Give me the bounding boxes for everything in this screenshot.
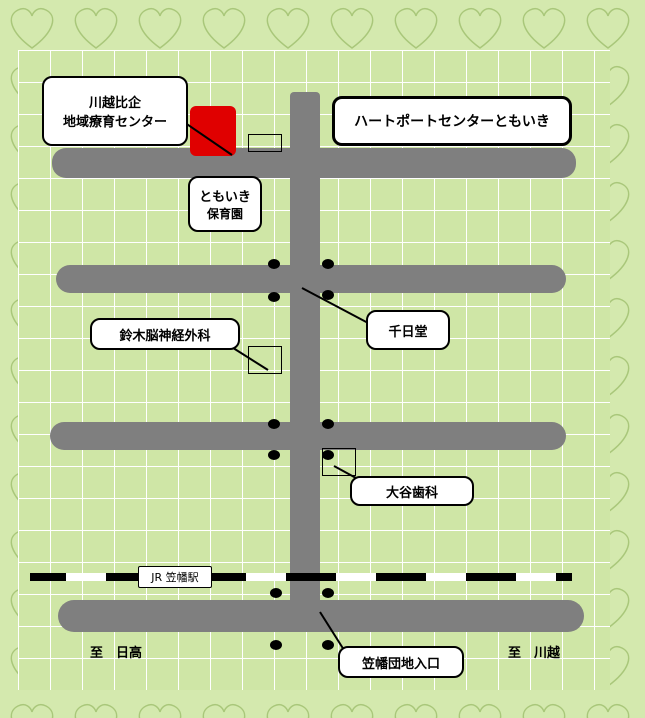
railway-white-segment bbox=[336, 573, 376, 581]
tomoiki-line2: 保育園 bbox=[206, 207, 243, 221]
center-label: 川越比企 地域療育センター bbox=[42, 76, 188, 146]
otani-text: 大谷歯科 bbox=[385, 485, 438, 501]
suzuki-text: 鈴木脳神経外科 bbox=[119, 328, 211, 344]
intersection-dot bbox=[322, 640, 334, 650]
tomoiki-line1: ともいき bbox=[199, 190, 251, 205]
railway-white-segment bbox=[66, 573, 106, 581]
to-kawagoe-text: 至 川越 bbox=[508, 646, 561, 661]
road-horizontal-3 bbox=[50, 422, 566, 450]
intersection-dot bbox=[322, 450, 334, 460]
center-label-line2: 地域療育センター bbox=[62, 115, 167, 130]
intersection-dot bbox=[322, 419, 334, 429]
center-label-line1: 川越比企 bbox=[88, 96, 141, 111]
building-outline bbox=[248, 134, 282, 152]
sennichido-label: 千日堂 bbox=[366, 310, 450, 350]
to-hidaka-text: 至 日高 bbox=[90, 646, 143, 661]
road-horizontal-4 bbox=[58, 600, 584, 632]
sennichido-text: 千日堂 bbox=[388, 324, 428, 340]
intersection-dot bbox=[322, 290, 334, 300]
suzuki-label: 鈴木脳神経外科 bbox=[90, 318, 240, 350]
kasahata-entrance-text: 笠幡団地入口 bbox=[361, 656, 440, 672]
intersection-dot bbox=[268, 292, 280, 302]
intersection-dot bbox=[322, 588, 334, 598]
station-label: JR 笠幡駅 bbox=[138, 566, 212, 588]
building-outline bbox=[248, 346, 282, 374]
road-horizontal-2 bbox=[56, 265, 566, 293]
heart-port-label: ハートポートセンターともいき bbox=[332, 96, 572, 146]
railway-line bbox=[30, 573, 572, 581]
intersection-dot bbox=[268, 419, 280, 429]
road-horizontal-1 bbox=[52, 148, 576, 178]
railway-white-segment bbox=[246, 573, 286, 581]
railway-white-segment bbox=[426, 573, 466, 581]
intersection-dot bbox=[270, 588, 282, 598]
road-vertical-main bbox=[290, 92, 320, 632]
intersection-dot bbox=[268, 450, 280, 460]
intersection-dot bbox=[268, 259, 280, 269]
otani-label: 大谷歯科 bbox=[350, 476, 474, 506]
target-building bbox=[190, 106, 236, 156]
intersection-dot bbox=[270, 640, 282, 650]
kasahata-entrance-label: 笠幡団地入口 bbox=[338, 646, 464, 678]
railway-white-segment bbox=[516, 573, 556, 581]
tomoiki-nursery-label: ともいき 保育園 bbox=[188, 176, 262, 232]
station-text: JR 笠幡駅 bbox=[151, 571, 199, 584]
heart-port-text: ハートポートセンターともいき bbox=[354, 114, 550, 130]
intersection-dot bbox=[322, 259, 334, 269]
